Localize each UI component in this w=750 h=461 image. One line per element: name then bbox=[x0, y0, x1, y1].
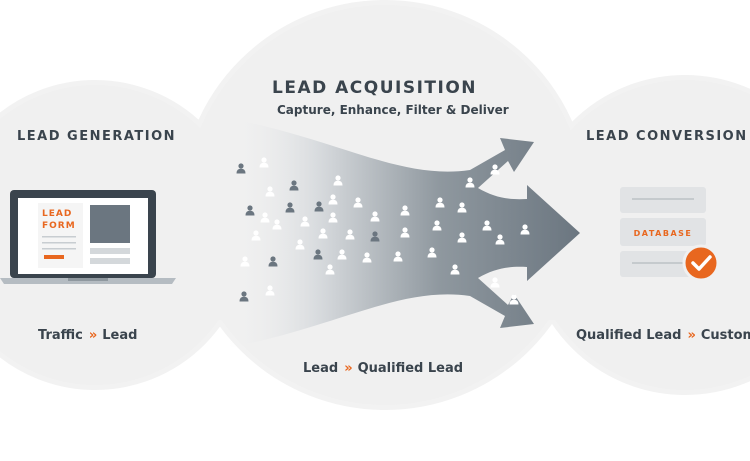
acquisition-subtitle: Capture, Enhance, Filter & Deliver bbox=[277, 103, 509, 117]
acquisition-caption-from: Lead bbox=[303, 361, 339, 376]
form-title-line2: FORM bbox=[42, 221, 76, 231]
conversion-caption-to: Customer bbox=[700, 328, 750, 343]
generation-caption: Traffic » Lead bbox=[38, 328, 137, 343]
chevron-separator-icon: » bbox=[344, 361, 353, 376]
generation-caption-to: Lead bbox=[102, 328, 138, 343]
conversion-title: LEAD CONVERSION bbox=[586, 129, 748, 144]
acquisition-caption: Lead » Qualified Lead bbox=[303, 361, 463, 376]
conversion-caption-from: Qualified Lead bbox=[576, 328, 682, 343]
generation-caption-from: Traffic bbox=[38, 328, 83, 343]
form-title-line1: LEAD bbox=[42, 209, 72, 219]
acquisition-caption-to: Qualified Lead bbox=[357, 361, 464, 376]
chevron-separator-icon: » bbox=[687, 328, 696, 343]
laptop-icon: LEAD FORM bbox=[0, 190, 176, 284]
database-label: DATABASE bbox=[634, 229, 693, 238]
checkmark-icon bbox=[682, 244, 720, 282]
conversion-caption: Qualified Lead » Customer bbox=[576, 328, 750, 343]
acquisition-title: LEAD ACQUISITION bbox=[272, 78, 478, 98]
generation-title: LEAD GENERATION bbox=[17, 129, 177, 144]
chevron-separator-icon: » bbox=[88, 328, 98, 343]
